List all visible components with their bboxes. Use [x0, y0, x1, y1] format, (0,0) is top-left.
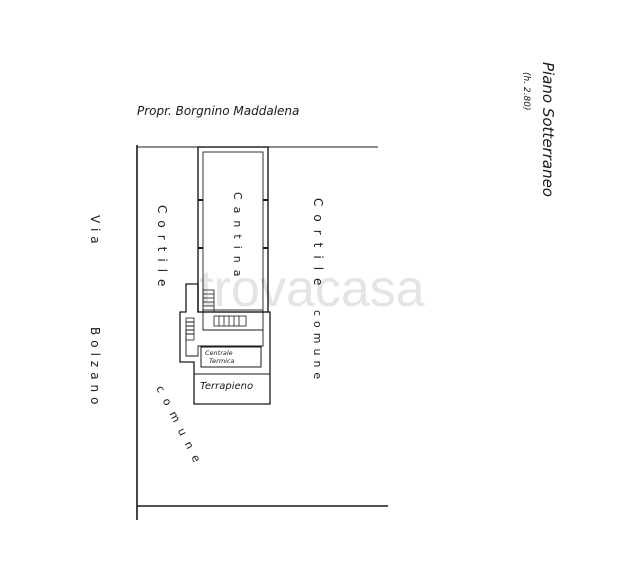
floor-height-group: (h. 2.80): [521, 72, 531, 111]
floor-title-group: Piano Sotterraneo: [539, 62, 557, 197]
watermark: trovacasa: [199, 260, 425, 318]
stair-lower: [185, 317, 195, 341]
right-courtyard-word1: Cortile: [311, 198, 325, 293]
street-label-word2: Bolzano: [88, 327, 102, 410]
cellar-label: Cantina: [231, 192, 244, 283]
site-boundary: [136, 145, 388, 520]
floor-title: Piano Sotterraneo: [539, 62, 557, 197]
right-courtyard-word2: comune: [311, 310, 324, 384]
street-label-group-2: Bolzano: [88, 327, 102, 410]
right-courtyard-group-2: comune: [311, 310, 324, 384]
floor-height: (h. 2.80): [521, 72, 531, 111]
left-courtyard-word2: comune: [153, 383, 206, 471]
lower-inner-wall-2: [185, 330, 264, 357]
lower-outer-wall: [179, 283, 271, 405]
building: [179, 146, 271, 405]
lower-inner-wall: [202, 310, 264, 331]
boiler-label-line1: Centrale: [205, 349, 233, 357]
stair-middle: [213, 315, 247, 327]
cellar-inner-wall: [202, 151, 264, 311]
owner-label: Propr. Borgnino Maddalena: [137, 104, 299, 118]
cellar-outer-wall: [197, 146, 269, 313]
stair-upper: [202, 289, 215, 313]
embankment-label: Terrapieno: [200, 381, 253, 392]
cellar-label-group: Cantina: [231, 192, 244, 283]
boiler-label-line2: Termica: [209, 357, 235, 365]
right-courtyard-group: Cortile: [311, 198, 325, 293]
street-label-group: Via: [88, 215, 102, 249]
boiler-room-wall: [200, 346, 262, 368]
left-courtyard-group-2: comune: [153, 383, 206, 471]
left-courtyard-group: Cortile: [155, 205, 169, 293]
left-courtyard-word1: Cortile: [155, 205, 169, 293]
street-label-word1: Via: [88, 215, 102, 249]
